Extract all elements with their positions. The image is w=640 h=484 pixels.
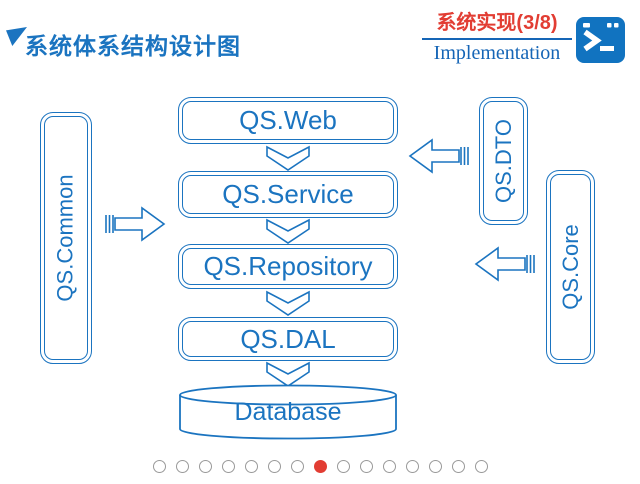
- database-label: Database: [234, 398, 342, 426]
- left-arrow-icon: [408, 138, 469, 174]
- pagination-dot[interactable]: [244, 460, 258, 473]
- pagination-dot[interactable]: [336, 460, 350, 473]
- pagination-dot-active[interactable]: [313, 460, 327, 473]
- pagination-dot[interactable]: [428, 460, 442, 473]
- section-header: 系统实现(3/8) Implementation: [422, 6, 572, 65]
- box-qs-repository-label: QS.Repository: [203, 251, 373, 281]
- box-qs-common: QS.Common: [40, 112, 92, 364]
- pagination-dot[interactable]: [405, 460, 419, 473]
- box-qs-dal: QS.DAL: [178, 317, 398, 361]
- title-marker-icon: [6, 27, 27, 46]
- box-qs-repository: QS.Repository: [178, 244, 398, 289]
- down-chevron-icon: [266, 218, 310, 244]
- down-chevron-icon: [266, 290, 310, 316]
- pagination-dot[interactable]: [221, 460, 235, 473]
- pagination-dot[interactable]: [267, 460, 281, 473]
- box-qs-web: QS.Web: [178, 97, 398, 144]
- pagination-dot[interactable]: [382, 460, 396, 473]
- right-arrow-icon: [105, 206, 166, 242]
- pagination-dot[interactable]: [175, 460, 189, 473]
- terminal-icon: [576, 17, 625, 63]
- pagination: [0, 460, 640, 473]
- pagination-dot[interactable]: [451, 460, 465, 473]
- box-qs-dto: QS.DTO: [479, 97, 528, 225]
- left-arrow-icon: [474, 246, 535, 282]
- box-qs-core: QS.Core: [546, 170, 595, 364]
- box-qs-dal-label: QS.DAL: [240, 323, 336, 354]
- box-qs-service: QS.Service: [178, 171, 398, 218]
- pagination-dot[interactable]: [198, 460, 212, 473]
- section-divider: [422, 38, 572, 40]
- box-qs-dto-label: QS.DTO: [490, 119, 516, 203]
- pagination-dot[interactable]: [152, 460, 166, 473]
- pagination-dot[interactable]: [290, 460, 304, 473]
- box-qs-core-label: QS.Core: [557, 224, 583, 310]
- box-qs-service-label: QS.Service: [222, 179, 354, 209]
- pagination-dot[interactable]: [359, 460, 373, 473]
- box-qs-web-label: QS.Web: [239, 105, 337, 135]
- box-qs-common-label: QS.Common: [53, 174, 78, 302]
- section-subtitle: Implementation: [433, 42, 561, 64]
- page-title: 系统体系结构设计图: [25, 33, 241, 59]
- section-label: 系统实现(3/8): [436, 12, 558, 34]
- down-chevron-icon: [266, 361, 310, 387]
- database-cylinder-icon: [179, 384, 397, 440]
- pagination-dot[interactable]: [474, 460, 488, 473]
- down-chevron-icon: [266, 145, 310, 171]
